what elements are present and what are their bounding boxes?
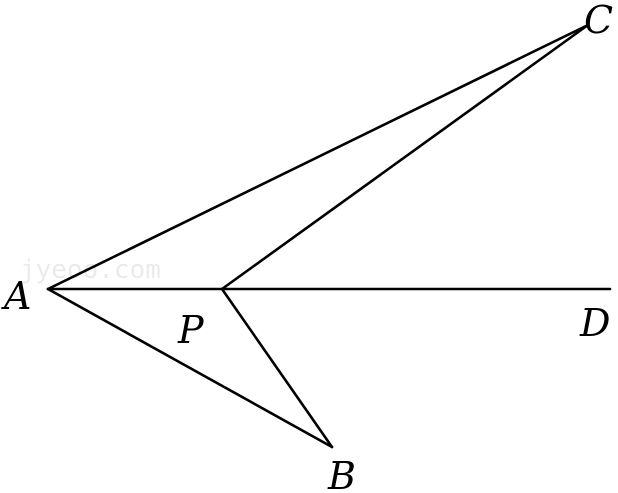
watermark: jyeoo.com (20, 255, 161, 285)
segment-pc (220, 23, 590, 291)
label-point-c: C (584, 0, 613, 42)
label-point-p: P (177, 308, 205, 352)
segment-ac (46, 23, 590, 291)
segment-pb (220, 287, 334, 449)
label-point-b: B (327, 454, 356, 493)
label-point-d: D (579, 301, 610, 345)
label-point-a: A (1, 274, 31, 318)
segment-ab (46, 287, 334, 449)
